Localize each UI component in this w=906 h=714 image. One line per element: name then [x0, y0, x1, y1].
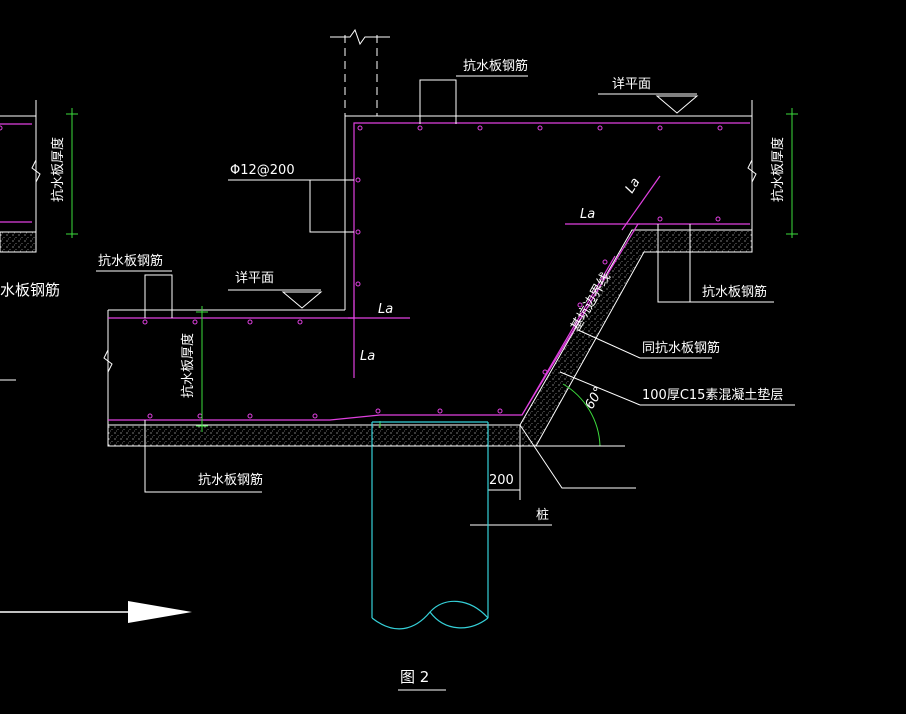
label-angle: 60°	[582, 385, 607, 412]
pile	[371, 421, 489, 630]
rebar-dots	[0, 125, 723, 419]
label-la-mid: La	[378, 302, 393, 317]
rebar-lines	[0, 122, 750, 421]
label-rebar-bottom: 抗水板钢筋	[198, 472, 263, 488]
label-pile: 桩	[536, 508, 549, 523]
figure-caption: 图 2	[400, 668, 429, 686]
label-thickness-mid: 抗水板厚度	[180, 333, 196, 398]
label-la-diag: La	[623, 175, 644, 196]
label-rebar-left: 抗水板钢筋	[98, 253, 163, 269]
label-spacing: Φ12@200	[230, 163, 295, 178]
label-la-top: La	[580, 207, 595, 222]
label-rebar-left-edge: 水板钢筋	[0, 281, 60, 299]
label-level-left: 详平面	[235, 271, 274, 286]
label-thickness-left: 抗水板厚度	[50, 137, 66, 202]
leader-lines	[96, 75, 795, 691]
label-level-right: 详平面	[612, 77, 651, 92]
label-dim-200: 200	[489, 473, 514, 488]
label-thickness-right: 抗水板厚度	[770, 137, 786, 202]
direction-arrow	[0, 601, 192, 623]
label-rebar-same: 同抗水板钢筋	[642, 340, 720, 356]
label-cushion: 100厚C15素混凝土垫层	[642, 387, 783, 403]
label-la-mid2: La	[360, 349, 375, 364]
structure-outline	[0, 28, 757, 425]
label-rebar-top: 抗水板钢筋	[463, 58, 528, 74]
label-rebar-right: 抗水板钢筋	[702, 284, 767, 300]
